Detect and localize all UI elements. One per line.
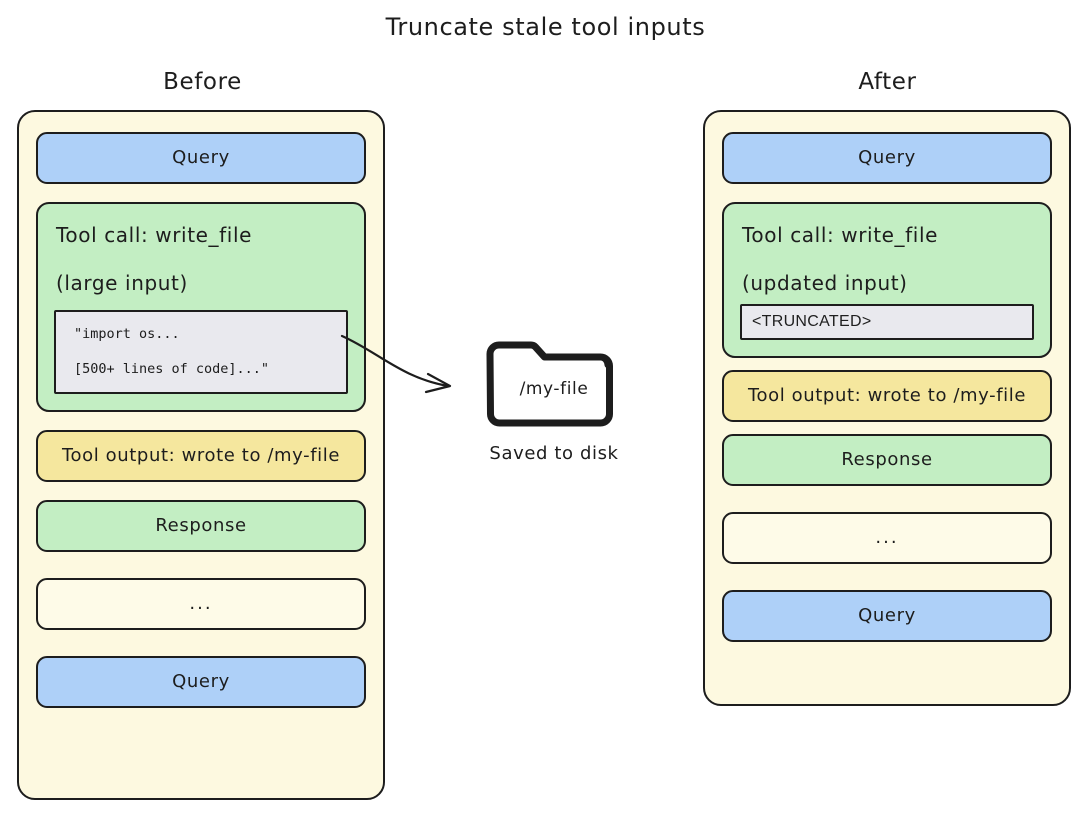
saved-file-group: /my-file Saved to disk	[480, 332, 640, 464]
folder-caption: Saved to disk	[489, 443, 619, 464]
spacer	[722, 486, 1052, 512]
message-query-top[interactable]: Query	[36, 132, 366, 184]
spacer	[722, 358, 1052, 370]
spacer	[36, 412, 366, 430]
spacer	[36, 482, 366, 500]
message-tool-call[interactable]: Tool call: write_file (updated input) <T…	[722, 202, 1052, 358]
spacer	[722, 422, 1052, 434]
page-title: Truncate stale tool inputs	[385, 13, 706, 41]
conversation-container-after: Query Tool call: write_file (updated inp…	[703, 110, 1071, 706]
tool-call-title: Tool call: write_file	[742, 223, 939, 247]
flow-arrow-icon	[340, 334, 452, 394]
column-heading-before: Before	[163, 69, 242, 95]
spacer	[36, 184, 366, 202]
message-ellipsis[interactable]: ...	[722, 512, 1052, 564]
message-response[interactable]: Response	[36, 500, 366, 552]
message-tool-output[interactable]: Tool output: wrote to /my-file	[722, 370, 1052, 422]
message-tool-output[interactable]: Tool output: wrote to /my-file	[36, 430, 366, 482]
spacer	[36, 630, 366, 656]
tool-call-subtitle: (updated input)	[742, 271, 908, 295]
code-panel: "import os... [500+ lines of code]..."	[54, 310, 348, 394]
message-ellipsis[interactable]: ...	[36, 578, 366, 630]
tool-call-subtitle: (large input)	[56, 271, 188, 295]
tool-call-title: Tool call: write_file	[56, 223, 253, 247]
folder-label: /my-file	[519, 379, 589, 399]
column-heading-after: After	[858, 69, 917, 95]
spacer	[36, 552, 366, 578]
code-line: "import os...	[74, 326, 180, 342]
message-tool-call[interactable]: Tool call: write_file (large input) "imp…	[36, 202, 366, 412]
message-query-bottom[interactable]: Query	[722, 590, 1052, 642]
message-query-bottom[interactable]: Query	[36, 656, 366, 708]
message-response[interactable]: Response	[722, 434, 1052, 486]
spacer	[722, 564, 1052, 590]
spacer	[722, 184, 1052, 202]
folder-icon	[486, 341, 613, 427]
conversation-container-before: Query Tool call: write_file (large input…	[17, 110, 385, 800]
truncated-panel: <TRUNCATED>	[740, 304, 1034, 340]
code-line: [500+ lines of code]..."	[74, 361, 270, 377]
message-query-top[interactable]: Query	[722, 132, 1052, 184]
